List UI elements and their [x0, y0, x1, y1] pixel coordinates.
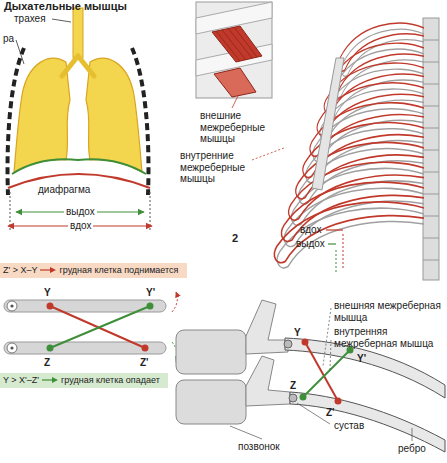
point [335, 398, 342, 405]
bronchus [62, 56, 94, 76]
part-label: диафрагма [38, 184, 90, 196]
joint [7, 301, 17, 311]
lever-scheme [4, 292, 177, 362]
leader-line [297, 403, 330, 424]
phase-label: выдох [64, 206, 97, 218]
arrow-head [50, 267, 56, 273]
diagram-title: Дыхательные мышцы [4, 0, 127, 13]
statement-band: Y > X'–Z' грудная клетка опадает [0, 373, 168, 388]
motion-arrow [172, 292, 177, 312]
part-label: внутренняя межреберная мышца [334, 326, 444, 349]
muscle-line [303, 350, 350, 397]
point [142, 345, 149, 352]
leader-line [323, 308, 331, 366]
panel-number: 2 [232, 232, 238, 245]
phase-label: вдох [300, 224, 321, 236]
point-label: Z [44, 357, 50, 369]
joint [284, 340, 292, 348]
part-label: ребро [398, 443, 426, 455]
spine [423, 18, 439, 280]
vertebra-process [246, 300, 288, 354]
phase-label: выдох [296, 238, 325, 250]
rib-inspiration [289, 162, 424, 220]
point-label: Z' [140, 357, 149, 369]
point-label: Z' [326, 407, 335, 419]
vertebra-figure [176, 300, 445, 452]
rib-expiration [277, 29, 424, 267]
vertebra-body [176, 380, 246, 424]
joint [10, 346, 13, 349]
rib-inspiration [282, 182, 424, 241]
muscle-fibre [216, 27, 257, 61]
point-label: Y [294, 327, 301, 339]
joint [289, 394, 297, 402]
part-label: позвонок [238, 441, 280, 453]
point [47, 303, 54, 310]
result-text: грудная клетка поднимается [59, 265, 178, 276]
statement-band: Z' > X–Y грудная клетка поднимается [0, 263, 187, 278]
trachea [73, 8, 83, 58]
leader-line [330, 340, 331, 370]
point-label: Z [290, 380, 296, 392]
vertebra-process [246, 356, 290, 406]
formula-text: Z' > X–Y [3, 265, 37, 276]
rib-cage [274, 18, 439, 280]
leader-line [252, 148, 284, 160]
joint [7, 343, 17, 353]
guide-line [343, 234, 344, 268]
point [302, 339, 309, 346]
rib-inspiration [274, 202, 424, 263]
formula-text: Y > X'–Z' [3, 375, 39, 386]
point [47, 345, 54, 352]
arrow-head [52, 377, 58, 383]
marker-line [328, 243, 336, 244]
marker-line [326, 229, 343, 230]
part-label: сустав [334, 420, 364, 432]
leader-line [232, 96, 238, 108]
muscle-closeup [196, 2, 284, 160]
part-label: внешняя межреберная мышца [334, 300, 444, 323]
part-label: ра [3, 33, 14, 45]
guide-line [336, 248, 337, 272]
point [300, 394, 307, 401]
phase-label: вдох [68, 220, 93, 232]
sternum [312, 58, 344, 190]
diaphragm-line [12, 159, 146, 174]
muscle [212, 26, 262, 62]
point-label: Y' [357, 353, 366, 365]
part-label: внешние межреберные мышцы [200, 110, 268, 145]
vertebra-body [176, 330, 246, 374]
part-label: внутренние межреберные мышцы [180, 150, 252, 185]
point [147, 303, 154, 310]
joint [10, 304, 13, 307]
muscle-line [50, 306, 150, 348]
point-label: Y' [146, 287, 155, 299]
rib-expiration [341, 29, 424, 76]
result-text: грудная клетка опадает [61, 375, 160, 386]
closeup-frame [196, 2, 272, 98]
muscle-line [305, 342, 338, 401]
leader-line [230, 426, 262, 439]
rib-bar [4, 342, 166, 354]
muscle [214, 68, 256, 97]
rib-inspiration [274, 23, 424, 262]
part-label: трахея [14, 13, 46, 25]
arrow-symbol [40, 266, 56, 274]
lungs-figure [8, 8, 152, 232]
vertebra [423, 40, 439, 260]
leader-line [52, 19, 71, 22]
arrow-symbol [42, 376, 58, 384]
leader-line [16, 40, 24, 64]
point-label: Y [44, 287, 51, 299]
leader-line [412, 428, 413, 441]
